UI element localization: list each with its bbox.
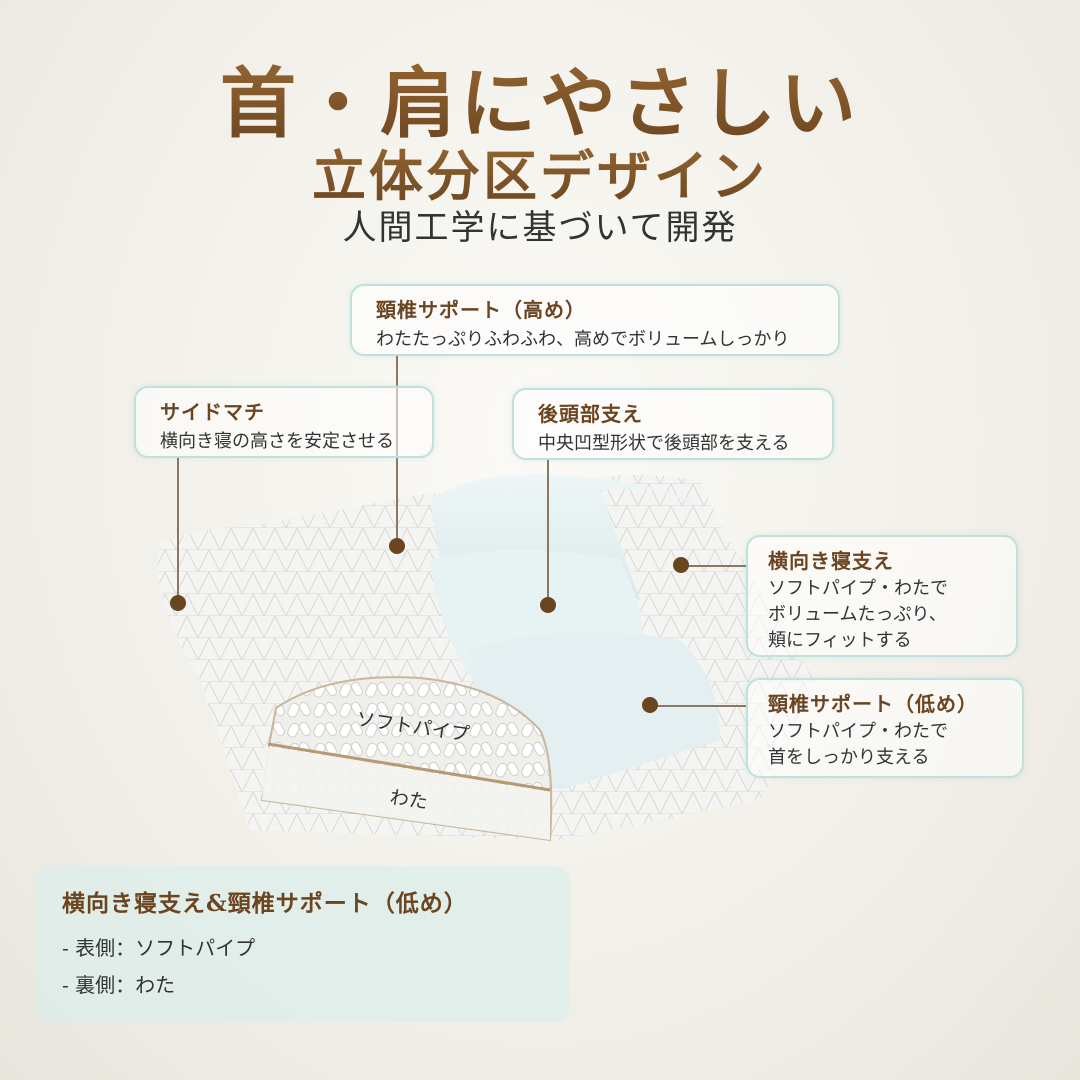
callout-line: ソフトパイプ・わたで [768, 578, 948, 599]
pillow-left-wing [157, 527, 470, 700]
callout-side-gusset: サイドマチ 横向き寝の高さを安定させる [134, 386, 434, 458]
callout-neck-high: 頸椎サポート（高め） わたたっぷりふわふわ、高めでボリュームしっかり [350, 284, 840, 356]
callout-title: 頸椎サポート（低め） [768, 692, 978, 716]
callout-text: わたたっぷりふわふわ、高めでボリュームしっかり [376, 329, 790, 350]
info-item: - 裏側：わた [62, 973, 176, 997]
callout-line: ボリュームたっぷり、 [768, 604, 947, 625]
cross-section-divider [267, 742, 551, 792]
callout-text: 横向き寝の高さを安定させる [160, 431, 394, 452]
marker-dot [642, 697, 658, 713]
callout-back-head: 後頭部支え 中央凹型形状で後頭部を支える [512, 388, 834, 460]
marker-dot [673, 557, 689, 573]
marker-dot [170, 595, 186, 611]
callout-line: 頬にフィットする [768, 630, 912, 651]
callout-title: 横向き寝支え [768, 549, 894, 573]
callout-neck-low: 頸椎サポート（低め） ソフトパイプ・わたで 首をしっかり支える [746, 678, 1024, 778]
leader-line [547, 460, 549, 600]
leader-line [656, 705, 746, 707]
leader-line [177, 458, 179, 598]
callout-title: 後頭部支え [538, 402, 643, 426]
callout-text: 中央凹型形状で後頭部を支える [538, 433, 790, 454]
callout-line: 首をしっかり支える [768, 747, 930, 768]
sub-title: 立体分区デザイン [0, 132, 1080, 211]
info-box-title: 横向き寝支え&頸椎サポート（低め） [62, 890, 468, 917]
callout-title: 頸椎サポート（高め） [376, 298, 586, 322]
marker-dot [540, 597, 556, 613]
callout-line: ソフトパイプ・わたで [768, 721, 948, 742]
info-box: 横向き寝支え&頸椎サポート（低め） - 表側：ソフトパイプ - 裏側：わた [36, 866, 570, 1022]
tagline: 人間工学に基づいて開発 [342, 208, 738, 248]
marker-dot [389, 538, 405, 554]
cross-section-cotton [262, 746, 550, 840]
info-item: - 表側：ソフトパイプ [62, 936, 256, 960]
main-title: 首・肩にやさしい [0, 42, 1080, 152]
callout-side-sleep: 横向き寝支え ソフトパイプ・わたで ボリュームたっぷり、 頬にフィットする [746, 535, 1018, 657]
callout-title: サイドマチ [160, 400, 265, 424]
section-label-cotton: わた [388, 786, 430, 814]
leader-line [688, 565, 746, 567]
